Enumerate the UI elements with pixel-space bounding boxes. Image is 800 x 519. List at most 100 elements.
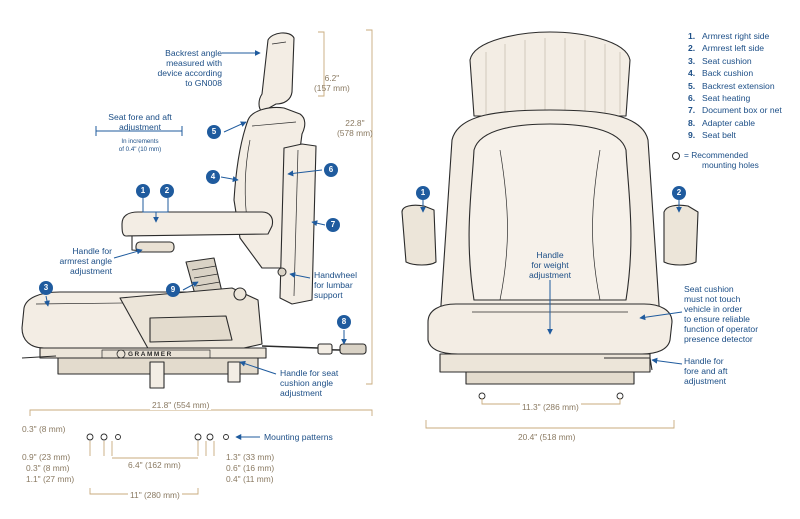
badge-back-cushion: 4 <box>206 170 220 184</box>
depth-dimension: 21.8" (554 mm) <box>150 400 212 410</box>
fore-aft-inc1: In increments <box>121 138 159 145</box>
legend-item: 2. Armrest left side <box>688 42 782 54</box>
weight-handle-line2: for weight <box>531 260 569 270</box>
mounting-hole-icon <box>672 151 680 160</box>
badge-armrest-left: 2 <box>160 184 174 198</box>
badge-armrest-right: 1 <box>136 184 150 198</box>
grammer-logo <box>116 349 126 359</box>
legend-num: 5. <box>688 80 696 91</box>
legend-num: 4. <box>688 68 696 79</box>
legend-num: 2. <box>688 43 696 54</box>
legend-text: Backrest extension <box>702 80 775 91</box>
legend-num: 9. <box>688 130 696 141</box>
cushion-handle-line2: cushion angle <box>280 378 334 388</box>
mounting-note-line2: mounting holes <box>702 160 759 170</box>
legend-text: Seat belt <box>702 130 736 141</box>
badge-seat-cushion: 3 <box>39 281 53 295</box>
cushion-note-line3: vehicle in order <box>684 304 743 314</box>
legend-item: 6. Seat heating <box>688 92 782 104</box>
mounting-patterns-label: Mounting patterns <box>264 432 333 442</box>
handwheel-line1: Handwheel <box>314 270 357 280</box>
mount-left-2: 0.9" (23 mm) <box>22 452 71 462</box>
weight-handle-line1: Handle <box>536 250 564 260</box>
handwheel-line2: for lumbar <box>314 280 353 290</box>
cushion-note-label: Seat cushion must not touch vehicle in o… <box>684 284 758 344</box>
legend-text: Document box or net <box>702 105 782 116</box>
front-view-seat <box>401 31 699 385</box>
badge-front-armrest-right: 1 <box>416 186 430 200</box>
armrest-handle-line3: adjustment <box>69 266 112 276</box>
fore-aft-increment: In increments of 0.4" (10 mm) <box>82 138 198 154</box>
front-inner-dimension: 11.3" (286 mm) <box>520 402 581 412</box>
armrest-handle-line1: Handle for <box>72 246 112 256</box>
backrest-angle-line3: device according <box>157 68 223 78</box>
mount-left-1: 0.3" (8 mm) <box>22 424 66 434</box>
backrest-angle-line4: to GN008 <box>185 78 222 88</box>
legend-text: Armrest right side <box>702 31 770 41</box>
backrest-angle-line1: Backrest angle <box>165 48 222 58</box>
cushion-note-line6: presence detector <box>684 334 753 344</box>
height-in: 22.8" <box>345 118 365 128</box>
fore-aft-inc2: of 0.4" (10 mm) <box>118 146 162 153</box>
legend-num: 8. <box>688 117 696 128</box>
fore-aft-handle-line1: Handle for <box>684 356 724 366</box>
handwheel-label: Handwheel for lumbar support <box>314 270 357 300</box>
legend-num: 3. <box>688 55 696 66</box>
cushion-note-line2: must not touch <box>684 294 741 304</box>
mount-left-3: 0.3" (8 mm) <box>26 463 70 473</box>
legend-item: 5. Backrest extension <box>688 80 782 92</box>
legend-item: 8. Adapter cable <box>688 117 782 129</box>
cushion-handle-line1: Handle for seat <box>280 368 339 378</box>
top-extension-in: 6.2" <box>324 73 340 83</box>
fore-aft-line2: adjustment <box>118 122 162 132</box>
fore-aft-label: Seat fore and aft adjustment <box>82 112 198 132</box>
cushion-note-line1: Seat cushion <box>684 284 734 294</box>
mount-right-2: 0.6" (16 mm) <box>226 463 275 473</box>
legend-text: Seat cushion <box>702 55 752 66</box>
height-dimension: 22.8" (578 mm) <box>337 118 373 138</box>
backrest-angle-line2: measured with <box>166 58 222 68</box>
legend-item: 7. Document box or net <box>688 104 782 116</box>
legend-item: 9. Seat belt <box>688 129 782 141</box>
mount-left-4: 1.1" (27 mm) <box>26 474 75 484</box>
armrest-handle-line2: armrest angle <box>59 256 112 266</box>
cushion-handle-label: Handle for seat cushion angle adjustment <box>280 368 338 398</box>
legend-item: 1. Armrest right side <box>688 30 782 42</box>
legend-num: 1. <box>688 31 696 41</box>
backrest-angle-label: Backrest angle measured with device acco… <box>140 48 223 88</box>
cushion-handle-line3: adjustment <box>280 388 323 398</box>
handwheel-line3: support <box>314 290 343 300</box>
fore-aft-line1: Seat fore and aft <box>108 112 172 122</box>
fore-aft-handle-label: Handle for fore and aft adjustment <box>684 356 727 386</box>
mount-bottom: 11" (280 mm) <box>128 490 182 500</box>
badge-backrest-extension: 5 <box>207 125 221 139</box>
top-extension-mm: (157 mm) <box>314 83 350 93</box>
legend-text: Adapter cable <box>702 117 756 128</box>
legend-num: 7. <box>688 105 696 116</box>
weight-handle-line3: adjustment <box>528 270 572 280</box>
badge-document-box: 7 <box>326 218 340 232</box>
legend-text: Seat heating <box>702 93 751 104</box>
mounting-note-line1: = Recommended <box>684 150 749 160</box>
legend-num: 6. <box>688 93 696 104</box>
cushion-note-line5: function of operator <box>684 324 759 334</box>
armrest-handle-label: Handle for armrest angle adjustment <box>40 246 112 276</box>
badge-front-armrest-left: 2 <box>672 186 686 200</box>
mount-right-1: 1.3" (33 mm) <box>226 452 275 462</box>
fore-aft-handle-line2: fore and aft <box>684 366 728 376</box>
mounting-holes-note: = Recommended mounting holes <box>672 150 759 170</box>
badge-adapter-cable: 8 <box>337 315 351 329</box>
cushion-note-line4: to ensure reliable <box>684 314 750 324</box>
brand-plate: GRAMMER <box>128 351 173 358</box>
legend-text: Back cushion <box>702 68 754 79</box>
mount-right-3: 0.4" (11 mm) <box>226 474 274 484</box>
mount-mid: 6.4" (162 mm) <box>126 460 183 470</box>
badge-seat-heating: 6 <box>324 163 338 177</box>
weight-handle-label: Handle for weight adjustment <box>510 250 590 280</box>
legend-item: 4. Back cushion <box>688 67 782 79</box>
height-mm: (578 mm) <box>337 128 373 138</box>
mounting-pattern-drawing <box>86 433 229 456</box>
legend-text: Armrest left side <box>702 43 765 54</box>
